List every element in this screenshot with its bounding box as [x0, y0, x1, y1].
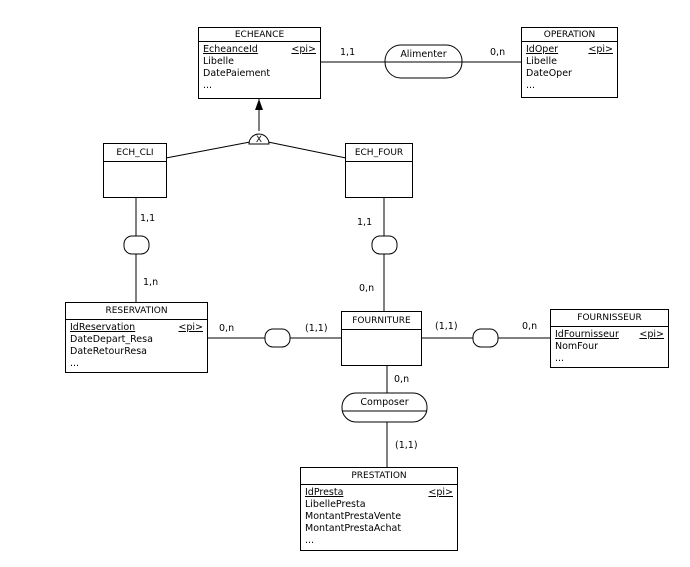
entity-operation[interactable]: OPERATION IdOper <pi> Libelle DateOper ..…	[521, 27, 618, 98]
link-pill-fournisseur	[472, 328, 499, 348]
entity-prestation-attr: MontantPrestaVente	[305, 511, 402, 522]
entity-operation-attr: ...	[526, 80, 536, 91]
cardinality-label: 0,n	[394, 374, 410, 385]
entity-ech-four[interactable]: ECH_FOUR	[345, 143, 413, 198]
entity-fourniture-title: FOURNITURE	[342, 312, 421, 330]
entity-echeance-title: ECHEANCE	[199, 28, 320, 42]
entity-prestation-attr: MontantPrestaAchat	[305, 523, 402, 534]
entity-ech-cli[interactable]: ECH_CLI	[103, 143, 167, 198]
entity-fournisseur-attr: NomFour	[555, 341, 599, 352]
cardinality-label: 0,n	[522, 321, 538, 332]
entity-fournisseur[interactable]: FOURNISSEUR IdFournisseur <pi> NomFour ..…	[550, 309, 669, 368]
entity-reservation-pi: <pi>	[178, 322, 203, 333]
entity-reservation-attr: DateRetourResa	[70, 346, 147, 357]
entity-prestation-attr: ...	[305, 535, 315, 546]
entity-fournisseur-id: IdFournisseur	[555, 329, 619, 340]
cardinality-label: (1,1)	[435, 321, 458, 332]
entity-echeance[interactable]: ECHEANCE EcheanceId <pi> Libelle DatePaie…	[198, 27, 321, 99]
entity-echeance-attr: DatePaiement	[203, 68, 271, 79]
link-pill-ech-four	[371, 235, 398, 255]
entity-prestation-attr: LibellePresta	[305, 499, 366, 510]
cardinality-label: (1,1)	[305, 323, 328, 334]
entity-reservation-id: IdReservation	[70, 322, 136, 333]
cardinality-label: 0,n	[490, 47, 506, 58]
entity-fournisseur-title: FOURNISSEUR	[551, 310, 668, 327]
inheritance-symbol-icon	[248, 133, 270, 145]
entity-echeance-attr: Libelle	[203, 56, 234, 67]
entity-reservation-title: RESERVATION	[66, 303, 207, 320]
relation-composer-shape	[341, 392, 428, 423]
entity-fourniture[interactable]: FOURNITURE	[341, 311, 422, 366]
entity-prestation-id: IdPresta	[305, 487, 344, 498]
inheritance-symbol-text: X	[256, 135, 262, 145]
relation-alimenter-label: Alimenter	[400, 49, 447, 60]
cardinality-label: 1,1	[340, 47, 356, 58]
entity-operation-pi: <pi>	[588, 44, 613, 55]
cardinality-label: 0,n	[219, 323, 235, 334]
relation-composer-label: Composer	[360, 397, 409, 408]
entity-echeance-attr: ...	[203, 80, 213, 91]
entity-fournisseur-attr: ...	[555, 353, 565, 364]
cardinality-label: 0,n	[359, 283, 375, 294]
entity-ech-four-title: ECH_FOUR	[346, 144, 412, 162]
entity-echeance-id: EcheanceId	[203, 44, 258, 55]
entity-echeance-pi: <pi>	[291, 44, 316, 55]
cardinality-label: (1,1)	[395, 440, 418, 451]
inheritance-arrow-icon	[255, 99, 263, 110]
entity-prestation[interactable]: PRESTATION IdPresta <pi> LibellePresta Mo…	[300, 467, 458, 551]
link-ech-four-inheritance	[267, 141, 347, 159]
entity-reservation[interactable]: RESERVATION IdReservation <pi> DateDepart…	[65, 302, 208, 373]
entity-prestation-title: PRESTATION	[301, 468, 457, 485]
link-ech-cli-inheritance	[165, 141, 251, 159]
link-pill-reservation	[264, 328, 291, 348]
entity-operation-title: OPERATION	[522, 28, 617, 42]
entity-operation-attr: DateOper	[526, 68, 572, 79]
entity-operation-id: IdOper	[526, 44, 559, 55]
cardinality-label: 1,n	[143, 277, 159, 288]
entity-reservation-attr: ...	[70, 358, 80, 369]
cardinality-label: 1,1	[140, 213, 156, 224]
entity-fournisseur-pi: <pi>	[639, 329, 664, 340]
entity-ech-cli-title: ECH_CLI	[104, 144, 166, 162]
link-pill-ech-cli	[123, 235, 150, 255]
cardinality-label: 1,1	[357, 217, 373, 228]
entity-operation-attr: Libelle	[526, 56, 557, 67]
entity-prestation-pi: <pi>	[428, 487, 453, 498]
entity-reservation-attr: DateDepart_Resa	[70, 334, 153, 345]
